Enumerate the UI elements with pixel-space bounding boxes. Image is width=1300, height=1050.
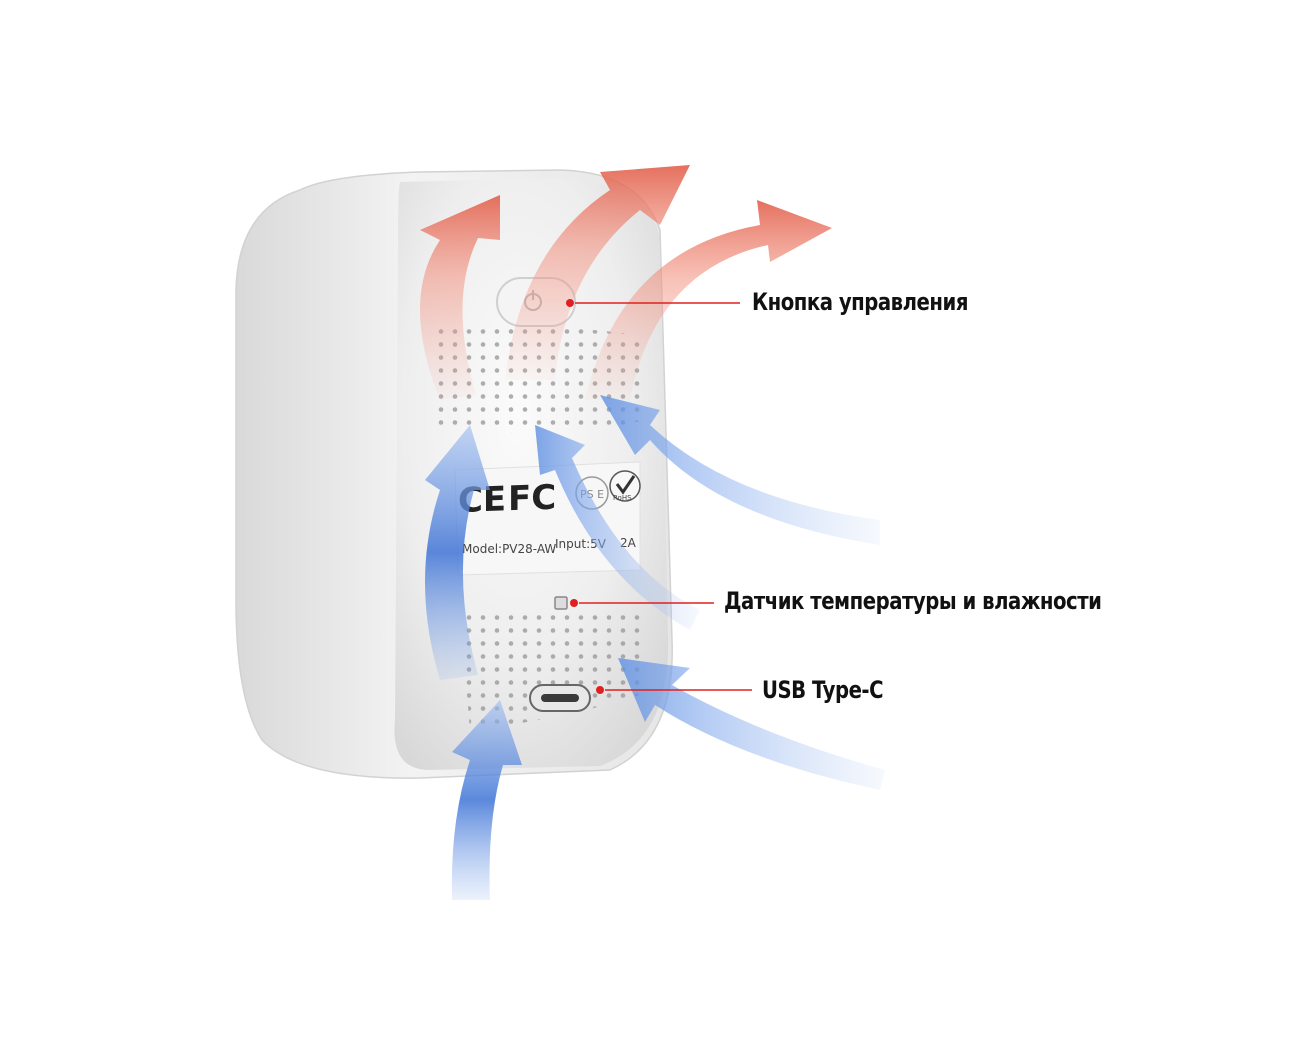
callout-dot-usb xyxy=(596,686,604,694)
model-text: Model:PV28-AW xyxy=(462,542,556,556)
usb-type-c-port xyxy=(530,685,590,711)
fcc-mark: FC xyxy=(508,478,556,520)
callout-control-button: Кнопка управления xyxy=(752,288,968,316)
temp-humidity-sensor xyxy=(555,597,567,609)
callout-usb-type-c: USB Type-C xyxy=(762,676,883,704)
callout-temp-humidity-sensor: Датчик температуры и влажности xyxy=(724,587,1101,615)
svg-text:RoHS: RoHS xyxy=(613,494,632,502)
callout-dot-sensor xyxy=(570,599,578,607)
callout-dot-button xyxy=(566,299,574,307)
